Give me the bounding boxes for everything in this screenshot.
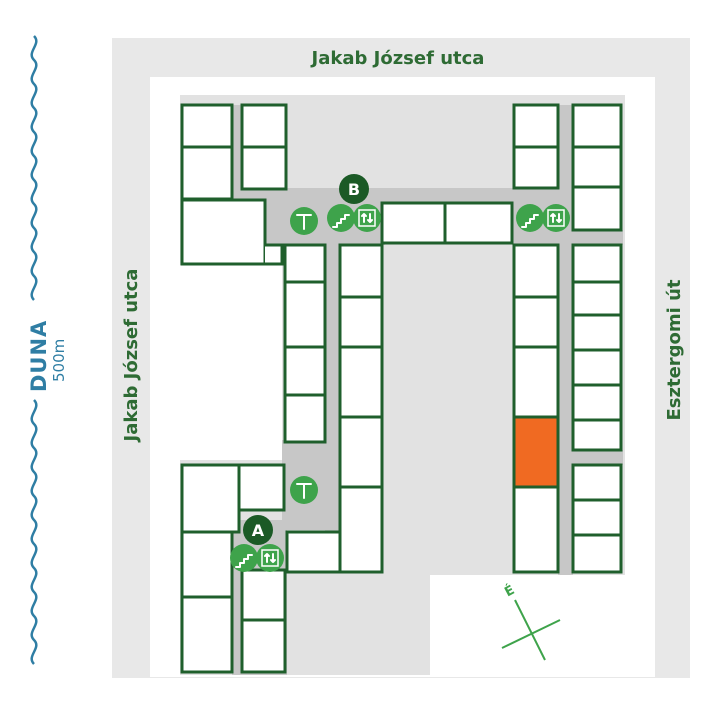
highlighted-room (512, 415, 560, 489)
elevator-icon (256, 544, 284, 572)
rooms (180, 103, 623, 674)
street-east-label: Esztergomi út (664, 279, 685, 420)
street-west-label: Jakab József utca (121, 269, 142, 444)
river-wave-lower (30, 399, 38, 665)
river-distance: 500m (50, 339, 68, 382)
elevator-icon (353, 204, 381, 232)
stairs-icon (327, 204, 355, 232)
svg-text:A: A (252, 521, 265, 540)
toilet-icon (290, 207, 318, 235)
stairs-icon (516, 204, 544, 232)
toilet-icon (290, 476, 318, 504)
entrance-b-marker: B (339, 174, 369, 204)
street-north-label: Jakab József utca (310, 48, 485, 69)
open-area (430, 575, 655, 677)
river-wave (30, 35, 38, 301)
elevator-icon (542, 204, 570, 232)
entrance-a-marker: A (243, 515, 273, 545)
west-gap (150, 265, 282, 460)
river-name: DUNA (27, 320, 51, 392)
stairs-icon (230, 544, 258, 572)
svg-text:B: B (348, 180, 360, 199)
